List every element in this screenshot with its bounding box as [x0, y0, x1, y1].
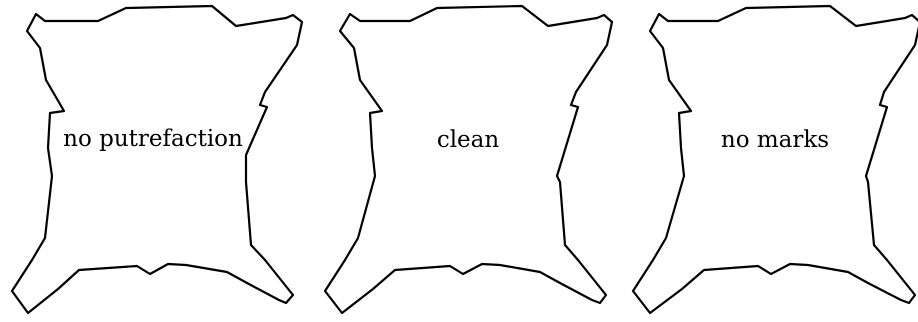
hide-panel-1: no putrefaction — [12, 6, 302, 313]
hide-label: clean — [437, 127, 500, 153]
hide-label: no marks — [721, 127, 829, 153]
hide-panel-3: no marks — [633, 6, 918, 313]
hide-label: no putrefaction — [63, 126, 243, 152]
hide-panel-2: clean — [325, 6, 612, 313]
hide-outline — [325, 6, 612, 313]
hide-outline — [633, 6, 918, 313]
hide-outline — [12, 6, 302, 313]
